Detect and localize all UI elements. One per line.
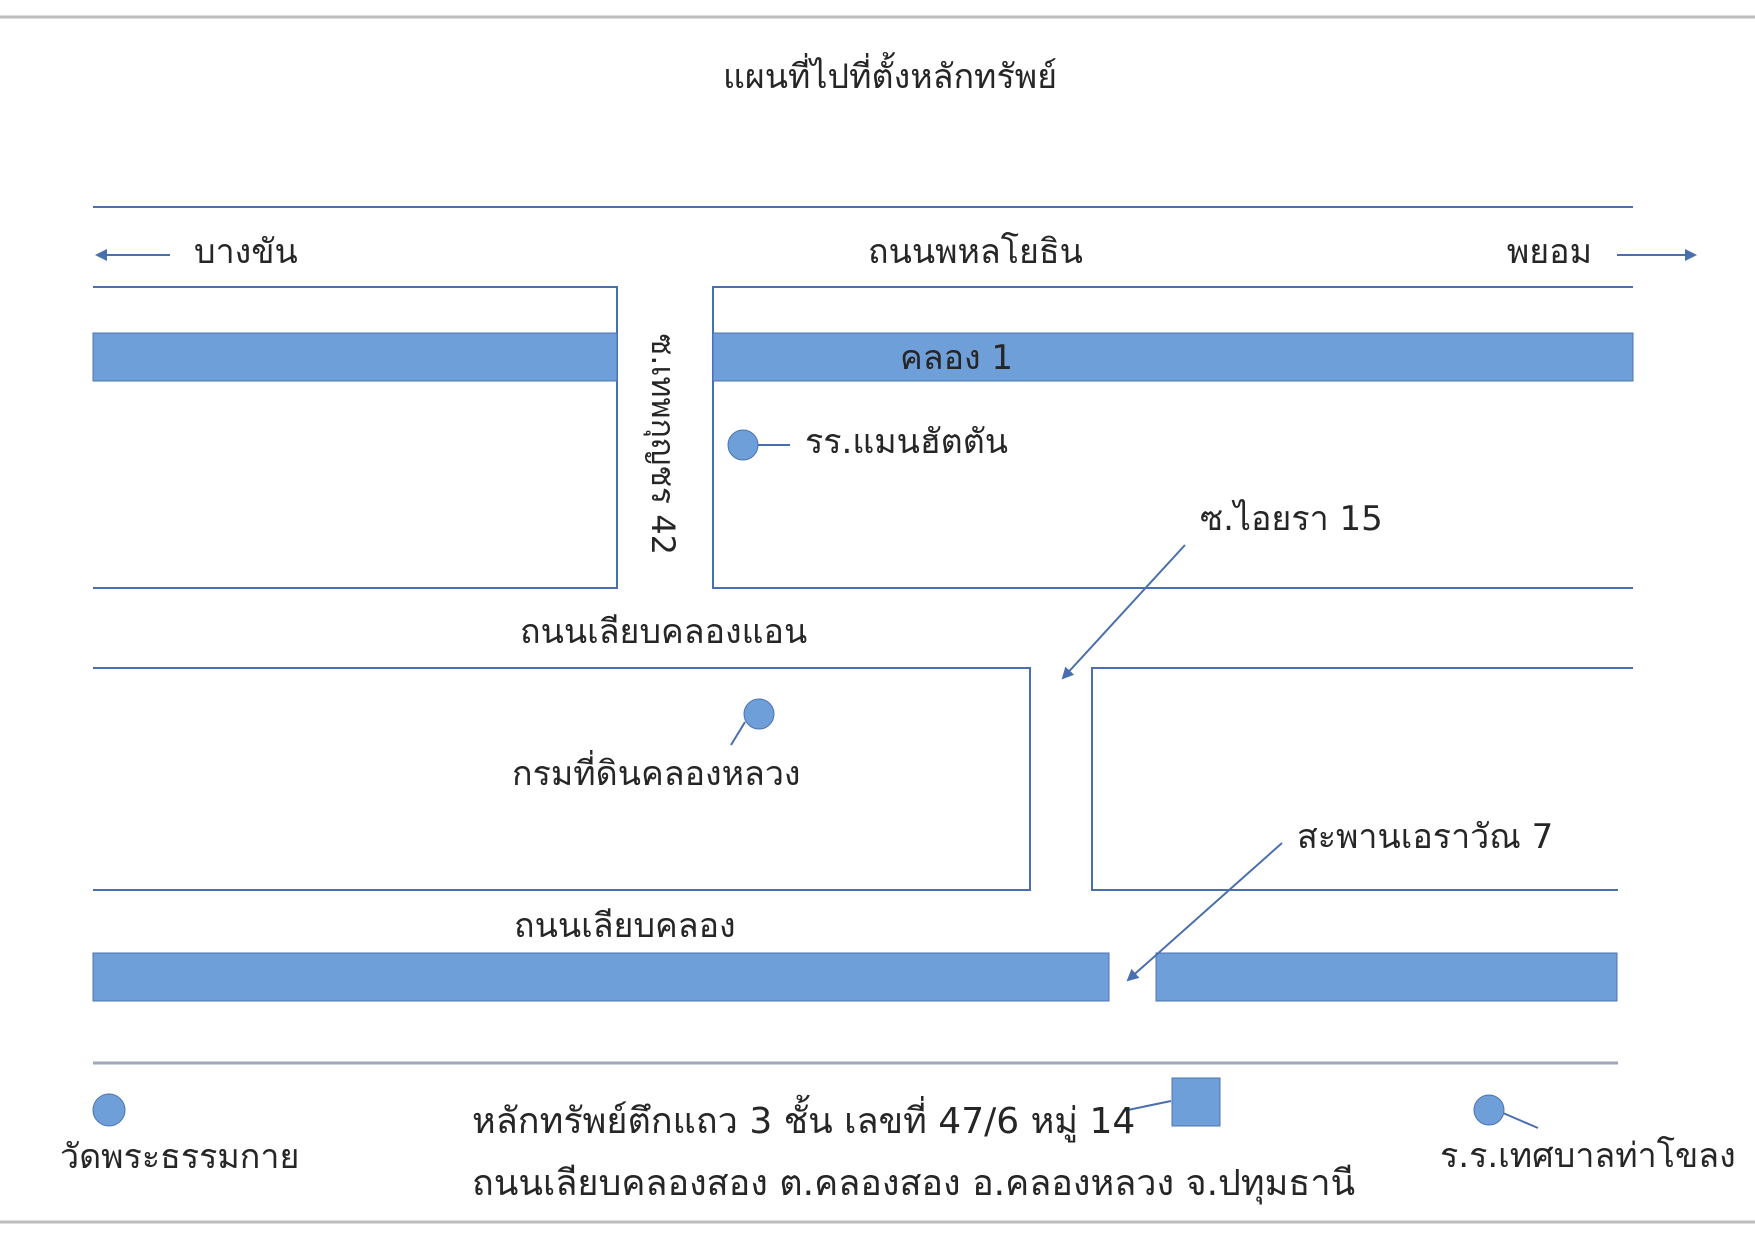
road-label-main: ถนนพหลโยธิน bbox=[868, 232, 1083, 272]
poi-label-bridge: สะพานเอราวัณ 7 bbox=[1297, 817, 1553, 857]
pointer-bridge bbox=[1126, 842, 1283, 982]
block-top-left bbox=[93, 286, 618, 589]
canal-khlong-1-west bbox=[92, 332, 618, 382]
block-middle-right bbox=[1091, 667, 1633, 891]
poi-label-temple: วัดพระธรรมกาย bbox=[60, 1137, 299, 1177]
road-label-soi-vertical: ซ.เทพกุญชร 42 bbox=[643, 334, 682, 555]
marker-land-department bbox=[743, 698, 775, 730]
block-top-right bbox=[712, 286, 1633, 589]
road-label-liap-khlong: ถนนเลียบคลอง bbox=[514, 906, 736, 946]
leader-property bbox=[1122, 1100, 1172, 1112]
marker-municipal-school bbox=[1473, 1094, 1505, 1126]
direction-label-right: พยอม bbox=[1507, 232, 1592, 272]
canal-khlong-1-east bbox=[712, 332, 1634, 382]
block-middle-left bbox=[93, 667, 1031, 891]
leader-municipal-school bbox=[1502, 1112, 1539, 1129]
poi-label-municipal-school: ร.ร.เทศบาลท่าโขลง bbox=[1440, 1136, 1736, 1176]
poi-label-school-manhattan: รร.แมนฮัตตัน bbox=[805, 422, 1008, 462]
road-label-khlong-haen: ถนนเลียบคลองแอน bbox=[520, 612, 807, 652]
direction-label-left: บางขัน bbox=[194, 232, 298, 272]
poi-label-land-department: กรมที่ดินคลองหลวง bbox=[512, 750, 801, 794]
canal-bottom-west bbox=[92, 952, 1110, 1002]
canal-label-khlong-1: คลอง 1 bbox=[900, 338, 1013, 378]
canal-bottom-east bbox=[1155, 952, 1618, 1002]
poi-label-soi-aiyara: ซ.ไอยรา 15 bbox=[1200, 499, 1383, 539]
leader-land-department bbox=[730, 721, 746, 746]
marker-property bbox=[1171, 1077, 1221, 1127]
property-description-line-1: หลักทรัพย์ตึกแถว 3 ชั้น เลขที่ 47/6 หมู่… bbox=[472, 1094, 1135, 1143]
property-description-line-2: ถนนเลียบคลองสอง ต.คลองสอง อ.คลองหลวง จ.ป… bbox=[472, 1163, 1355, 1205]
pointer-soi-aiyara bbox=[1061, 544, 1186, 680]
map-title: แผนที่ไปที่ตั้งหลักทรัพย์ bbox=[723, 52, 1057, 97]
marker-school-manhattan bbox=[727, 429, 759, 461]
marker-temple bbox=[92, 1093, 126, 1127]
